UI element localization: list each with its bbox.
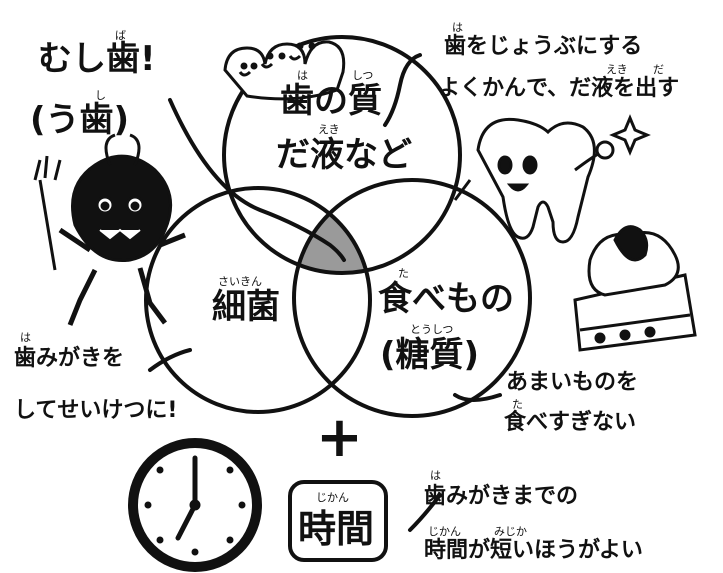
title-caries-alt: (う歯) — [30, 100, 130, 140]
plus-sign: + — [316, 405, 363, 470]
right-ruby-ta: た — [398, 267, 409, 280]
label-saliva: だ液など — [276, 135, 412, 175]
happy-tooth-illustration — [453, 114, 651, 244]
label-bacteria: 細菌 — [212, 287, 280, 327]
label-tooth-quality: 歯の質 — [280, 81, 382, 121]
note-bottom-ruby-mijika: みじか — [494, 525, 527, 538]
title-caries: むし歯! — [38, 39, 156, 79]
note-tr-ruby-eki: えき — [606, 63, 628, 76]
time-box — [288, 480, 388, 562]
clock-illustration — [128, 438, 262, 572]
note-dont-overeat: 食べすぎない — [504, 410, 637, 435]
cake-illustration — [573, 225, 697, 352]
note-tr-ruby-da: だ — [653, 63, 664, 76]
connector-lines — [148, 53, 502, 532]
note-tr-ruby-ha: は — [452, 21, 463, 34]
label-food: 食べもの — [378, 279, 514, 319]
circle-bacteria — [144, 186, 372, 414]
time-box-ruby: じかん — [316, 491, 349, 504]
note-until-brushing: 歯みがきまでの — [424, 484, 579, 509]
circle-food — [292, 178, 532, 418]
note-keep-clean: してせいけつに! — [14, 398, 178, 423]
note-brush-teeth: 歯みがきを — [14, 346, 125, 371]
small-teeth-illustration — [223, 40, 346, 101]
title-ruby-shi: し — [95, 89, 106, 102]
label-sugar: (糖質) — [380, 335, 480, 375]
time-box-label: 時間 — [298, 507, 375, 551]
top-ruby-shitsu: しつ — [352, 69, 374, 82]
note-short-time: 時間が短いほうがよい — [424, 538, 643, 563]
note-bottom-ruby-ha: は — [430, 469, 441, 482]
left-ruby-saikin: さいきん — [218, 275, 262, 288]
cavity-devil-illustration — [33, 133, 186, 326]
note-strong-teeth: 歯をじょうぶにする — [444, 34, 643, 59]
top-ruby-ha: は — [297, 69, 308, 82]
title-ruby-ba: ば — [115, 29, 126, 42]
note-bottom-ruby-jikan: じかん — [428, 525, 461, 538]
note-right-ruby-ta: た — [512, 398, 523, 411]
note-left-ruby-ha: は — [20, 331, 31, 344]
right-ruby-toushitsu: とうしつ — [410, 323, 454, 336]
circle-tooth-quality — [222, 35, 462, 275]
note-sweets: あまいものを — [506, 370, 639, 395]
top-ruby-eki: えき — [318, 123, 340, 136]
note-chew-well: よくかんで、だ液を出す — [438, 76, 680, 101]
